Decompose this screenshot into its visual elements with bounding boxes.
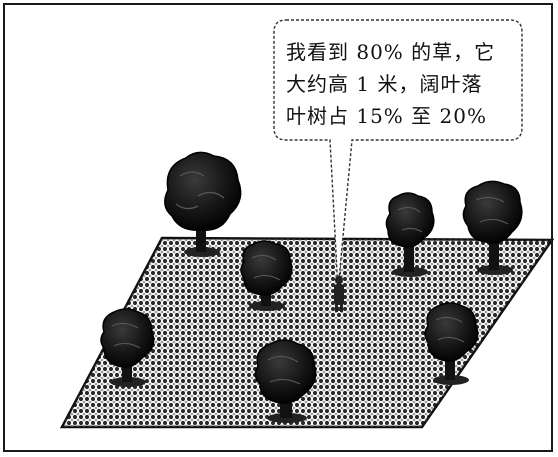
speech-bubble [273,19,523,291]
person-icon [334,275,344,312]
grass-field [59,236,555,429]
speech-line-1: 我看到 80% 的草，它 [286,40,496,64]
tree-icon [424,302,479,385]
speech-line-2: 大约高 1 米，阔叶落 [286,72,483,96]
tree-icon [385,192,435,277]
tree-icon [100,308,155,387]
tree-icon [240,240,293,311]
speech-bubble-text: 我看到 80% 的草，它 大约高 1 米，阔叶落 叶树占 15% 至 20% [286,36,516,132]
speech-line-3: 叶树占 15% 至 20% [286,104,487,128]
tree-icon [164,151,242,257]
tree-icon [254,339,317,423]
tree-icon [462,180,523,275]
